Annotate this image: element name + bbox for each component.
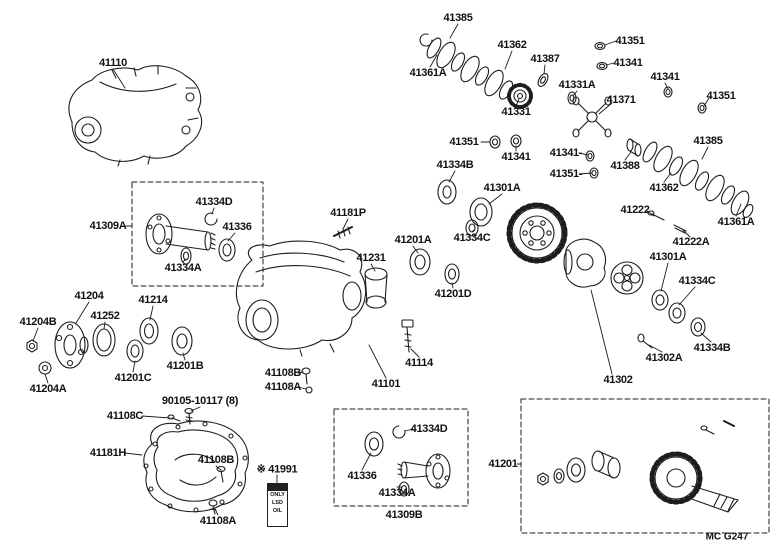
- drive-pinion-kit-drawing: [537, 420, 739, 513]
- pinion-bearing-drawing: [364, 248, 460, 353]
- leader-lines: [32, 23, 742, 516]
- carrier-case-drawing: [235, 226, 367, 394]
- spider-cross-drawing: [572, 96, 612, 138]
- subassembly-box-41309B: [333, 408, 469, 507]
- countershaft-upper-drawing: [419, 33, 577, 109]
- side-bearing-left-drawing: [437, 179, 493, 237]
- subassembly-box-41309A: [131, 181, 264, 287]
- side-flange-boxB-drawing: [364, 425, 451, 497]
- small-washers-drawing: [489, 41, 707, 179]
- subassembly-boxes: [131, 181, 770, 534]
- lsd-caution-tag: ONLY LSD OIL: [267, 483, 288, 527]
- subassembly-box-41201: [520, 398, 770, 534]
- companion-flange-group-drawing: [26, 317, 193, 375]
- lsd-tag-line: OIL: [272, 508, 283, 514]
- ring-gear-drawing: [506, 202, 568, 264]
- differential-gear-kit-drawing: [610, 261, 644, 295]
- differential-case-drawing: [563, 238, 607, 288]
- rear-cover-drawing: [143, 407, 249, 515]
- lsd-tag-line: LSD: [272, 500, 283, 506]
- diagram-code: MC G247: [705, 531, 749, 543]
- side-flange-boxA-drawing: [145, 212, 236, 265]
- differential-housing-drawing: [68, 65, 203, 167]
- side-bearing-right-drawing: [637, 210, 706, 349]
- lsd-tag-band: [268, 484, 287, 491]
- countershaft-lower-drawing: [626, 138, 754, 218]
- lsd-tag-line: ONLY: [270, 492, 285, 498]
